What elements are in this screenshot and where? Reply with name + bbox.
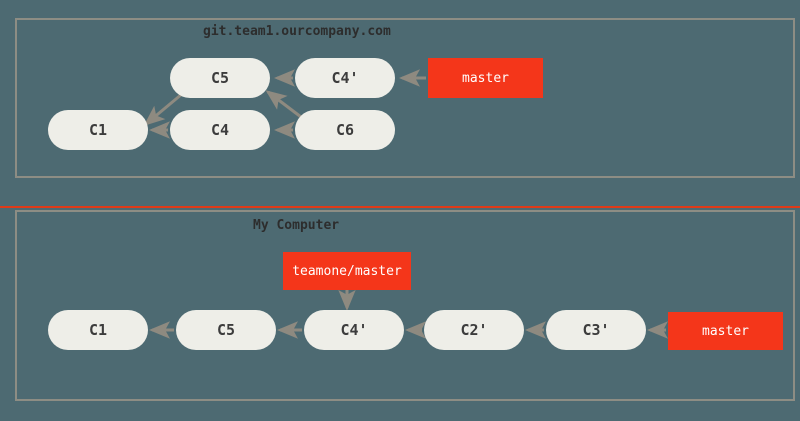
panel-divider bbox=[0, 206, 800, 208]
panel-local-title: My Computer bbox=[253, 218, 340, 233]
branch-label-teamone-master[interactable]: teamone/master bbox=[283, 252, 411, 290]
panel-local-repository bbox=[15, 210, 795, 401]
commit-node-c2prime-local[interactable]: C2' bbox=[424, 310, 524, 350]
commit-node-c3prime-local[interactable]: C3' bbox=[546, 310, 646, 350]
commit-node-c5-local[interactable]: C5 bbox=[176, 310, 276, 350]
branch-label-master-remote[interactable]: master bbox=[428, 58, 543, 98]
commit-node-c4prime-remote[interactable]: C4' bbox=[295, 58, 395, 98]
panel-remote-title: git.team1.ourcompany.com bbox=[203, 24, 391, 39]
commit-node-c6-remote[interactable]: C6 bbox=[295, 110, 395, 150]
commit-node-c1-local[interactable]: C1 bbox=[48, 310, 148, 350]
commit-node-c4prime-local[interactable]: C4' bbox=[304, 310, 404, 350]
panel-remote-repository bbox=[15, 18, 795, 178]
commit-node-c1-remote[interactable]: C1 bbox=[48, 110, 148, 150]
commit-node-c4-remote[interactable]: C4 bbox=[170, 110, 270, 150]
branch-label-master-local[interactable]: master bbox=[668, 312, 783, 350]
commit-node-c5-remote[interactable]: C5 bbox=[170, 58, 270, 98]
